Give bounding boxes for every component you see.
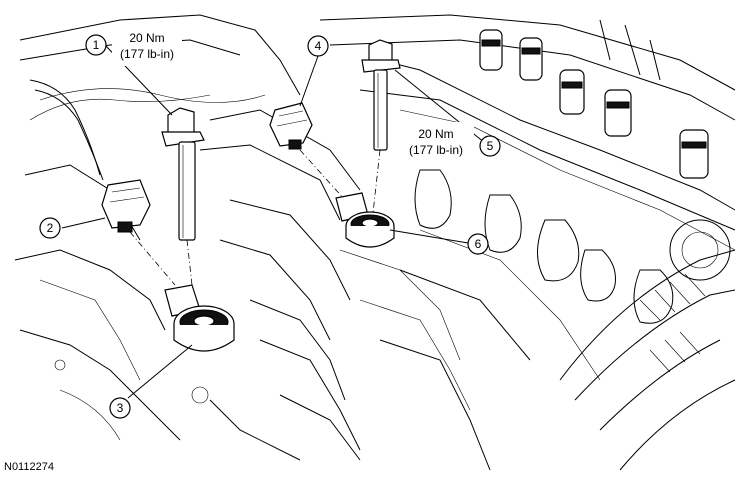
callout-1-number: 1	[93, 38, 100, 52]
callout-6: 6	[467, 233, 489, 255]
callout-4: 4	[307, 35, 329, 57]
torque-spec-5-lbin: (177 lb-in)	[409, 143, 463, 157]
engine-block-background	[14, 14, 736, 471]
torque-spec-1-lbin: (177 lb-in)	[120, 47, 174, 61]
callout-2-number: 2	[47, 221, 54, 235]
callout-5: 5	[479, 135, 501, 157]
callout-1: 1	[85, 34, 107, 56]
torque-spec-5-nm: 20 Nm	[418, 127, 453, 141]
callout-3-number: 3	[117, 401, 124, 415]
knock-sensor-upper	[335, 192, 395, 248]
callout-6-number: 6	[475, 237, 482, 251]
torque-spec-5: 20 Nm (177 lb-in)	[398, 122, 474, 160]
knock-sensor-lower	[164, 284, 235, 352]
callout-2: 2	[39, 217, 61, 239]
connector-right	[269, 102, 346, 201]
callout-5-number: 5	[487, 139, 494, 153]
figure-id: N0112274	[4, 461, 54, 473]
torque-spec-1-nm: 20 Nm	[129, 31, 164, 45]
connector-left	[101, 179, 176, 286]
bolt-left	[161, 107, 205, 331]
torque-spec-1: 20 Nm (177 lb-in)	[112, 28, 182, 66]
bolt-right	[361, 39, 401, 223]
callout-3: 3	[109, 397, 131, 419]
callout-4-number: 4	[315, 39, 322, 53]
